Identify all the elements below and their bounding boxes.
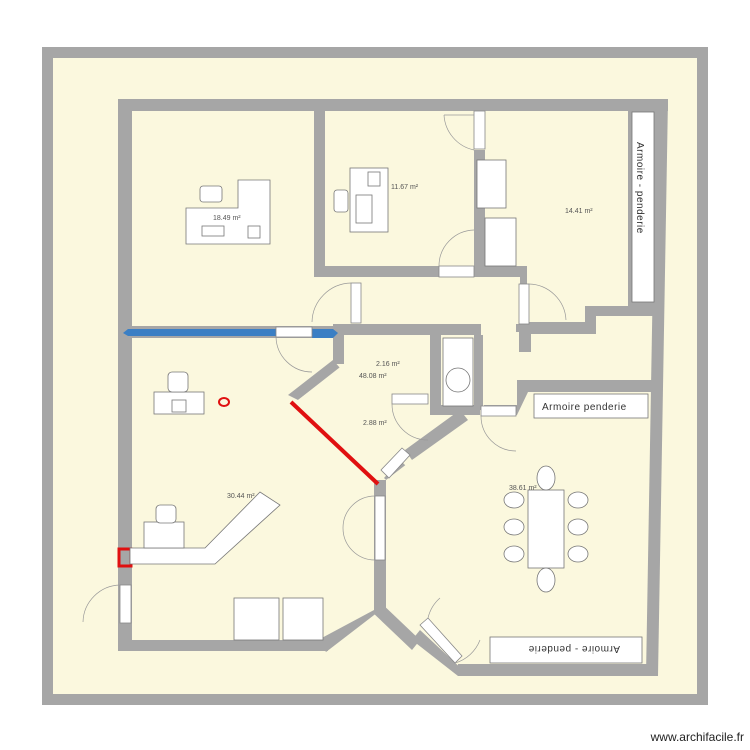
room-area-label: 18.49 m²: [213, 215, 241, 222]
blue-wall-segment-right: [312, 329, 338, 338]
wardrobe-label: Armoire - penderie: [528, 643, 620, 654]
room-area-label: 11.67 m²: [391, 184, 419, 191]
furniture: [129, 111, 655, 664]
blue-wall-segment: [123, 329, 276, 336]
red-wall-segment: [289, 400, 380, 486]
interior-walls: [118, 99, 668, 676]
room-area-label: 48.08 m²: [359, 373, 387, 380]
room-area-label: 14.41 m²: [565, 208, 593, 215]
room-area-label: 2.88 m²: [363, 420, 387, 427]
room-area-label: 2.16 m²: [376, 361, 400, 368]
wardrobe-label: Armoire - penderie: [634, 142, 645, 234]
wardrobe-label: Armoire penderie: [542, 402, 627, 413]
red-marker: [218, 397, 230, 407]
room-area-label: 38.61 m²: [509, 485, 537, 492]
doors: [82, 110, 567, 664]
watermark: www.archifacile.fr: [650, 730, 744, 744]
room-area-label: 30.44 m²: [227, 493, 255, 500]
